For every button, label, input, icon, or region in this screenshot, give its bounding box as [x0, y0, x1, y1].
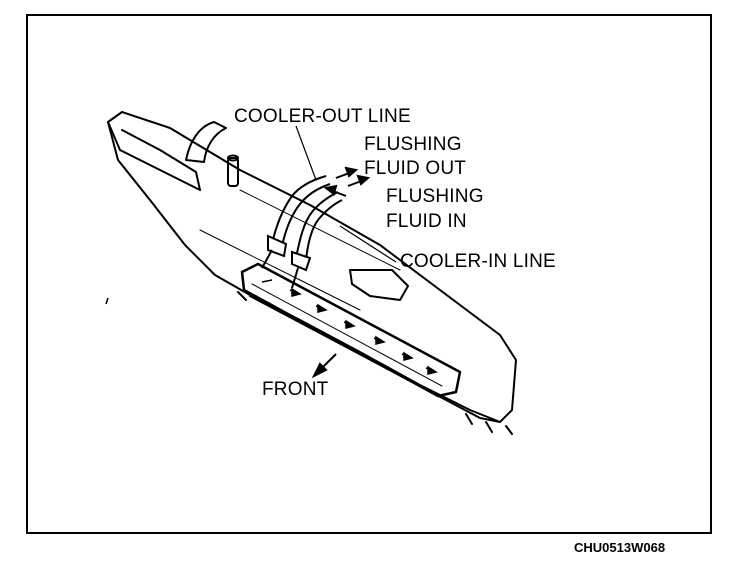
label-cooler-out-line: COOLER-OUT LINE [234, 106, 411, 127]
label-flushing-fluid-in-line1: FLUSHING [386, 186, 484, 207]
label-cooler-in-line: COOLER-IN LINE [400, 251, 556, 272]
internal-flow-arrows [261, 279, 438, 375]
drain-plug [227, 157, 239, 187]
leader-cooler-in [339, 225, 397, 263]
label-flushing-fluid-out-line1: FLUSHING [364, 134, 462, 155]
cooler-out-line [261, 175, 331, 269]
radiator-top-tank [107, 121, 201, 191]
radiator-side-tank [349, 269, 409, 301]
leader-cooler-out [295, 125, 317, 181]
oil-cooler-tank [240, 262, 462, 398]
flow-arrow-icon [323, 166, 371, 197]
label-flushing-fluid-out-line2: FLUID OUT [364, 158, 467, 179]
upper-hose [185, 121, 227, 163]
label-front: FRONT [262, 379, 329, 400]
cooler-in-line [291, 191, 343, 289]
front-direction-arrow-icon [311, 353, 337, 379]
label-flushing-fluid-in-line2: FLUID IN [386, 211, 467, 232]
figure-code: CHU0513W068 [574, 540, 666, 555]
diagram-frame [26, 14, 712, 534]
